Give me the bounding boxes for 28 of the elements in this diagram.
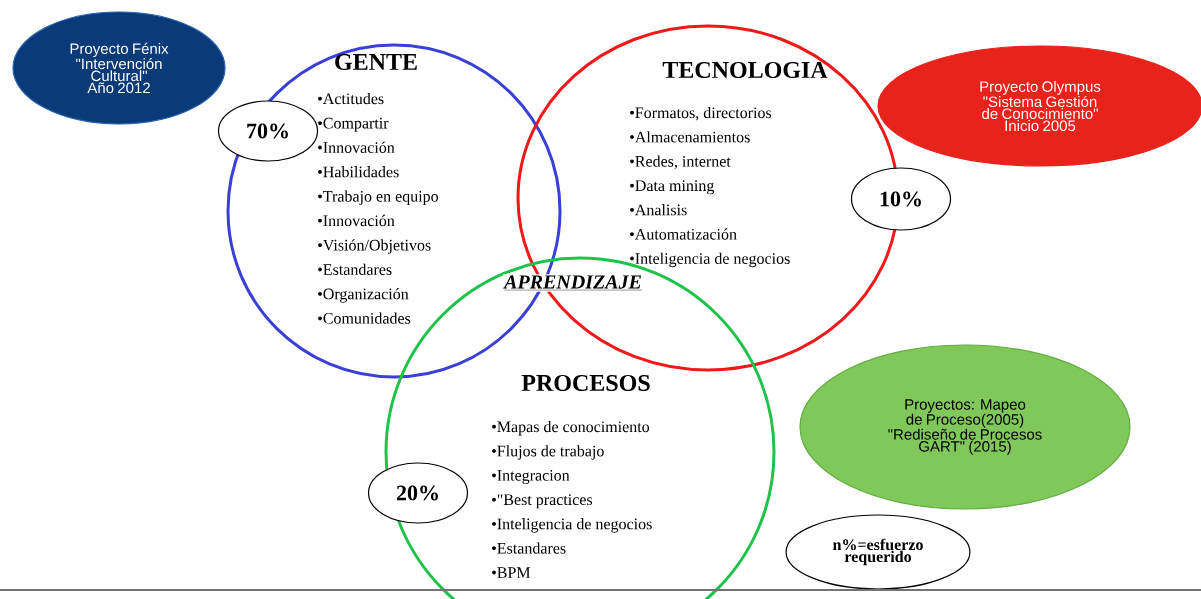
list-item: •Flujos de trabajo (492, 445, 604, 460)
list-item: •Analisis (630, 204, 687, 216)
list-item: •Estandares (492, 542, 566, 554)
circle-heading: PROCESOS (521, 374, 650, 392)
list-item: •Organización (318, 288, 409, 303)
list-item: •BPM (492, 567, 531, 578)
list-item: •Inteligencia de negocios (630, 252, 790, 268)
list-item: •Habilidades (318, 166, 399, 178)
section-label: APRENDIZAJE (503, 274, 643, 292)
list-item: •Estandares (318, 263, 392, 275)
list-item: •"Best practices (492, 494, 593, 509)
list-item: •Automatización (630, 228, 737, 240)
list-item: •Formatos, directorios (630, 106, 772, 121)
list-item: •Compartir (318, 117, 389, 132)
list-item: •Almacenamientos (630, 131, 750, 143)
list-item: •Inteligencia de negocios (492, 518, 652, 533)
circle-heading: GENTE (335, 53, 417, 71)
list-item: •Innovación (318, 214, 395, 227)
list-item: •Redes, internet (630, 155, 731, 170)
list-item: •Comunidades (318, 312, 411, 324)
circle-heading: TECNOLOGIA (662, 61, 828, 79)
list-item: •Trabajo en equipo (318, 190, 439, 205)
list-item: •Data mining (630, 180, 715, 195)
list-item: •Innovación (318, 141, 395, 153)
list-item: •Visión/Objetivos (318, 239, 431, 254)
list-item: •Integracion (492, 470, 570, 485)
list-item: •Actitudes (318, 92, 384, 105)
list-item: •Mapas de conocimiento (492, 420, 650, 436)
